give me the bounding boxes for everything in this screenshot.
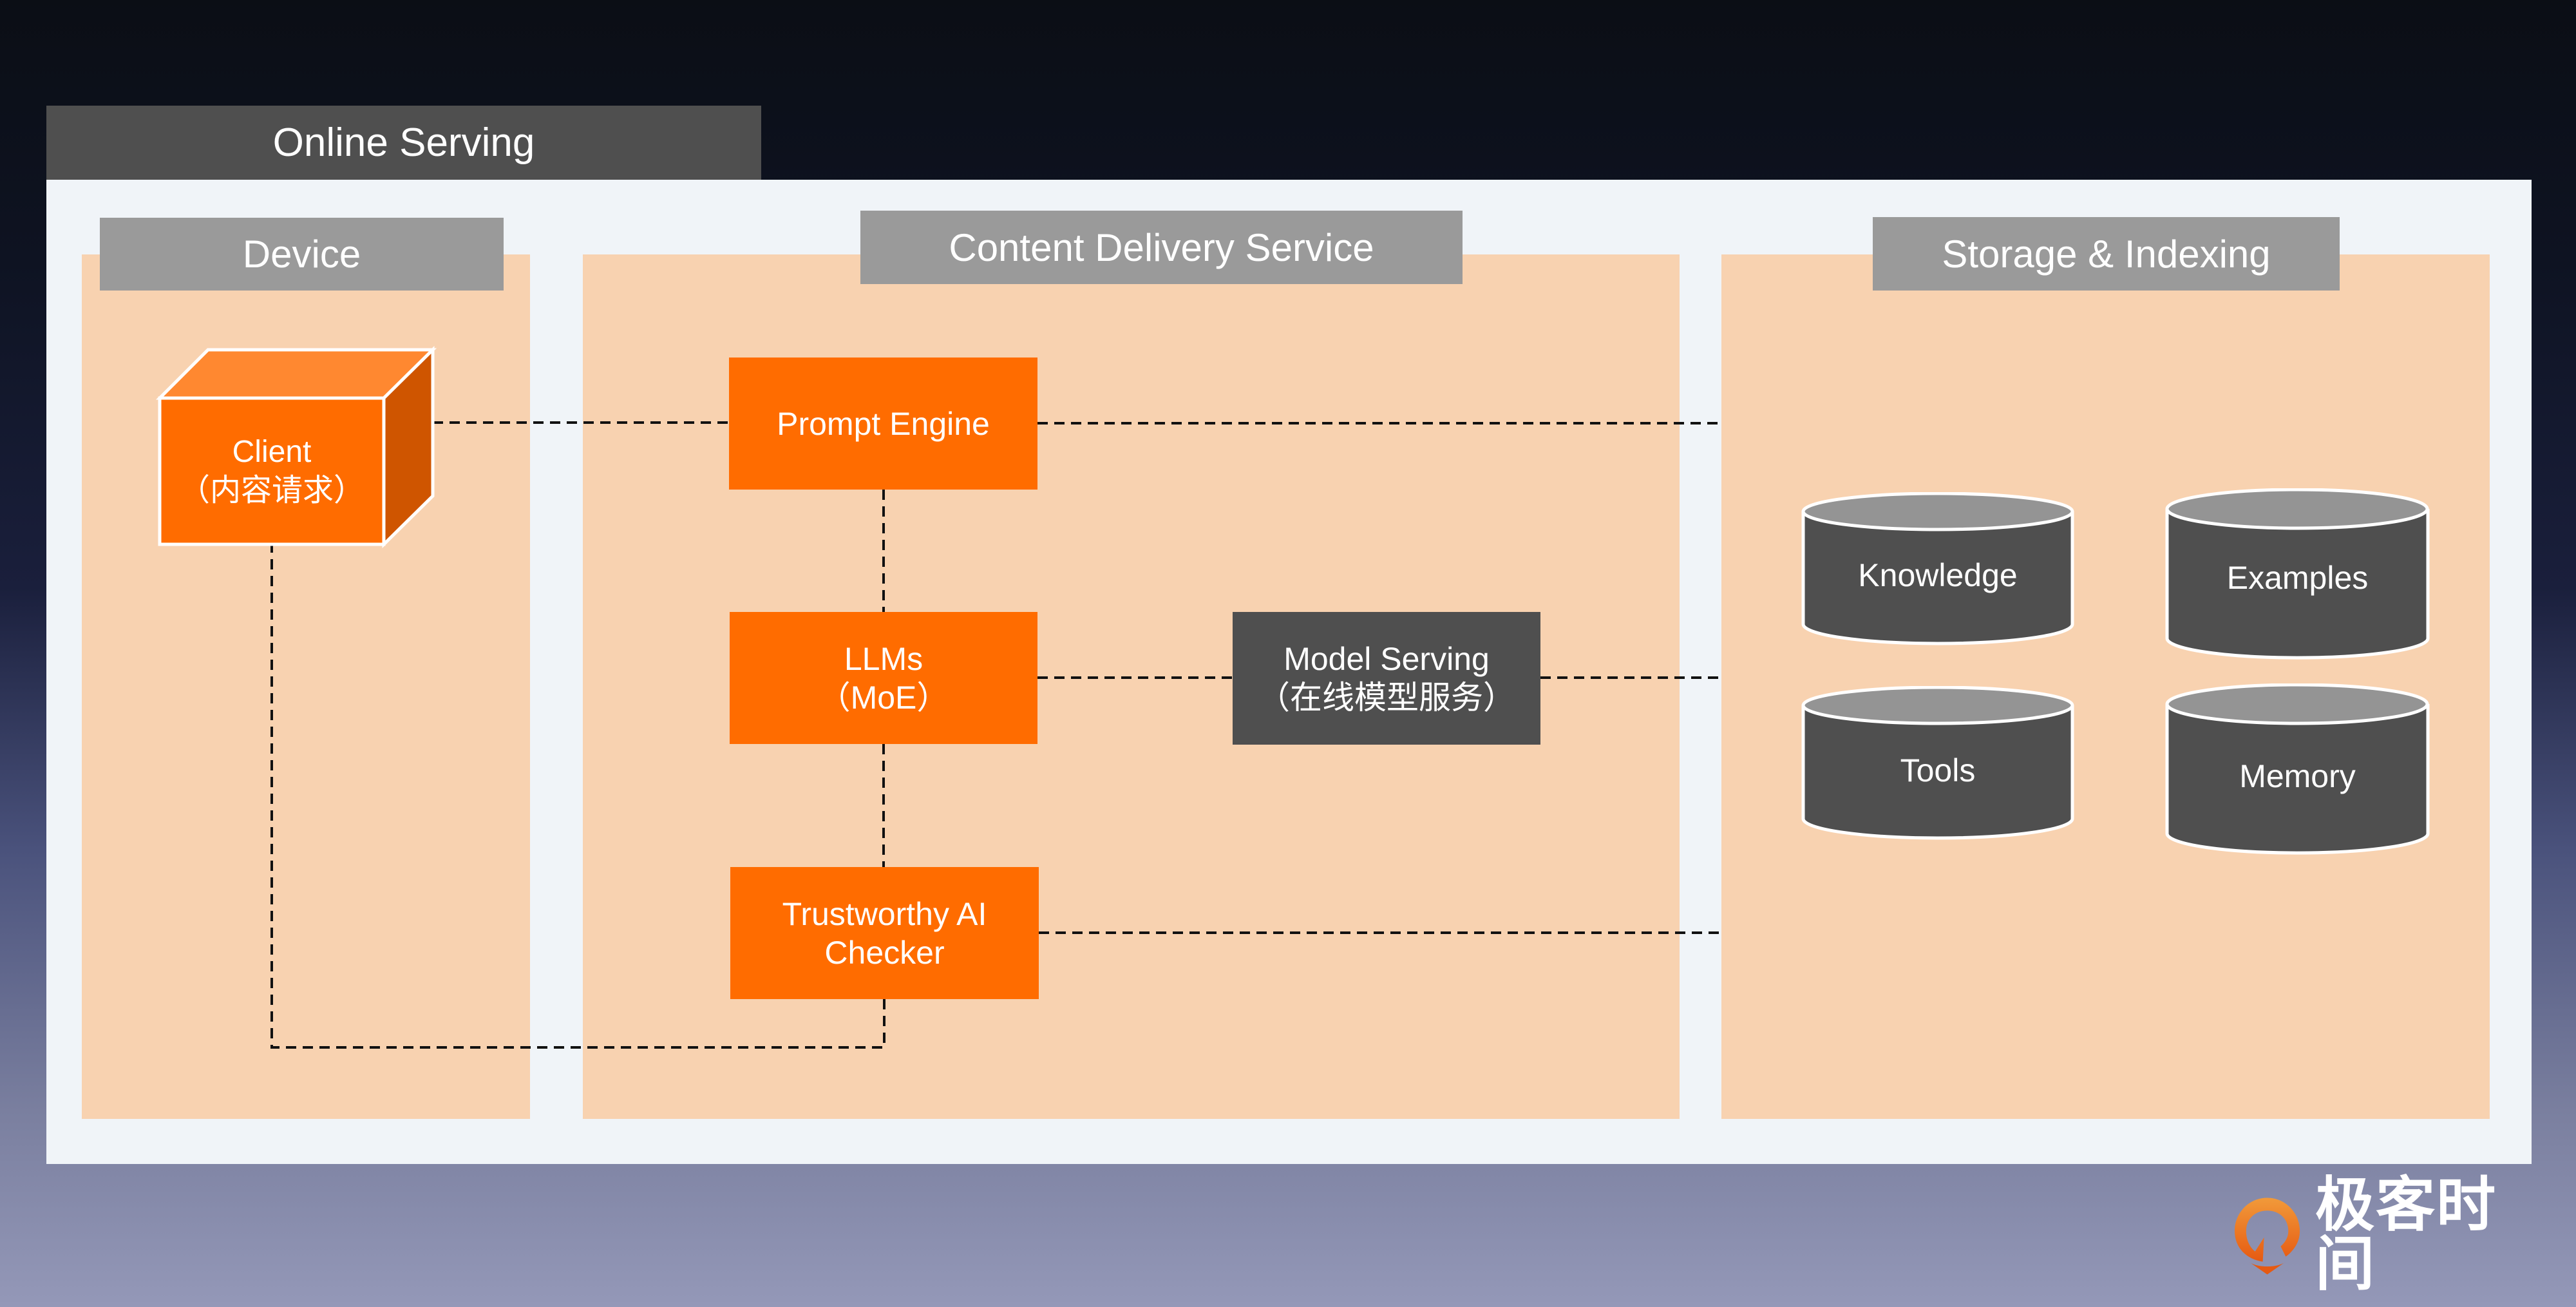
storage-zone-label: Storage & Indexing	[1873, 217, 2340, 291]
tools-label: Tools	[1900, 752, 1976, 788]
trustworthy-ai-checker-box[interactable]: Trustworthy AI Checker	[730, 867, 1039, 999]
llms-label-line1: LLMs	[844, 640, 923, 677]
client-cube-front	[158, 396, 386, 546]
model-serving-label-line1: Model Serving	[1283, 641, 1490, 677]
prompt-engine-box[interactable]: Prompt Engine	[729, 358, 1037, 490]
client-cube[interactable]	[155, 345, 441, 551]
client-label-line2: （内容请求）	[178, 473, 365, 508]
database-icon	[2165, 683, 2430, 855]
trustworthy-label-line2: Checker	[824, 934, 945, 971]
model-serving-box[interactable]: Model Serving （在线模型服务）	[1233, 612, 1540, 745]
database-icon	[1801, 685, 2074, 840]
tools-store[interactable]: Tools	[1801, 685, 2075, 841]
database-icon	[2165, 488, 2430, 660]
prompt-engine-label: Prompt Engine	[777, 405, 990, 442]
content-delivery-zone-label: Content Delivery Service	[860, 211, 1463, 284]
client-label-line1: Client	[232, 434, 312, 469]
examples-store[interactable]: Examples	[2164, 488, 2430, 661]
memory-store[interactable]: Memory	[2164, 683, 2430, 856]
online-serving-title: Online Serving	[46, 106, 761, 180]
knowledge-label: Knowledge	[1858, 557, 2018, 593]
knowledge-store[interactable]: Knowledge	[1801, 491, 2075, 647]
trustworthy-label-line1: Trustworthy AI	[782, 895, 987, 932]
client-label: Client （内容请求）	[160, 398, 384, 544]
memory-label: Memory	[2239, 758, 2356, 794]
llms-box[interactable]: LLMs （MoE）	[730, 612, 1037, 744]
llms-label-line2: （MoE）	[818, 679, 949, 716]
geektime-logo-icon	[2234, 1197, 2300, 1275]
database-icon	[1801, 491, 2074, 645]
brand-logo: 极客时间	[2233, 1176, 2555, 1294]
device-zone-label: Device	[100, 218, 504, 291]
brand-name: 极客时间	[2315, 1172, 2497, 1297]
model-serving-label-line2: （在线模型服务）	[1258, 680, 1515, 716]
examples-label: Examples	[2226, 560, 2369, 596]
